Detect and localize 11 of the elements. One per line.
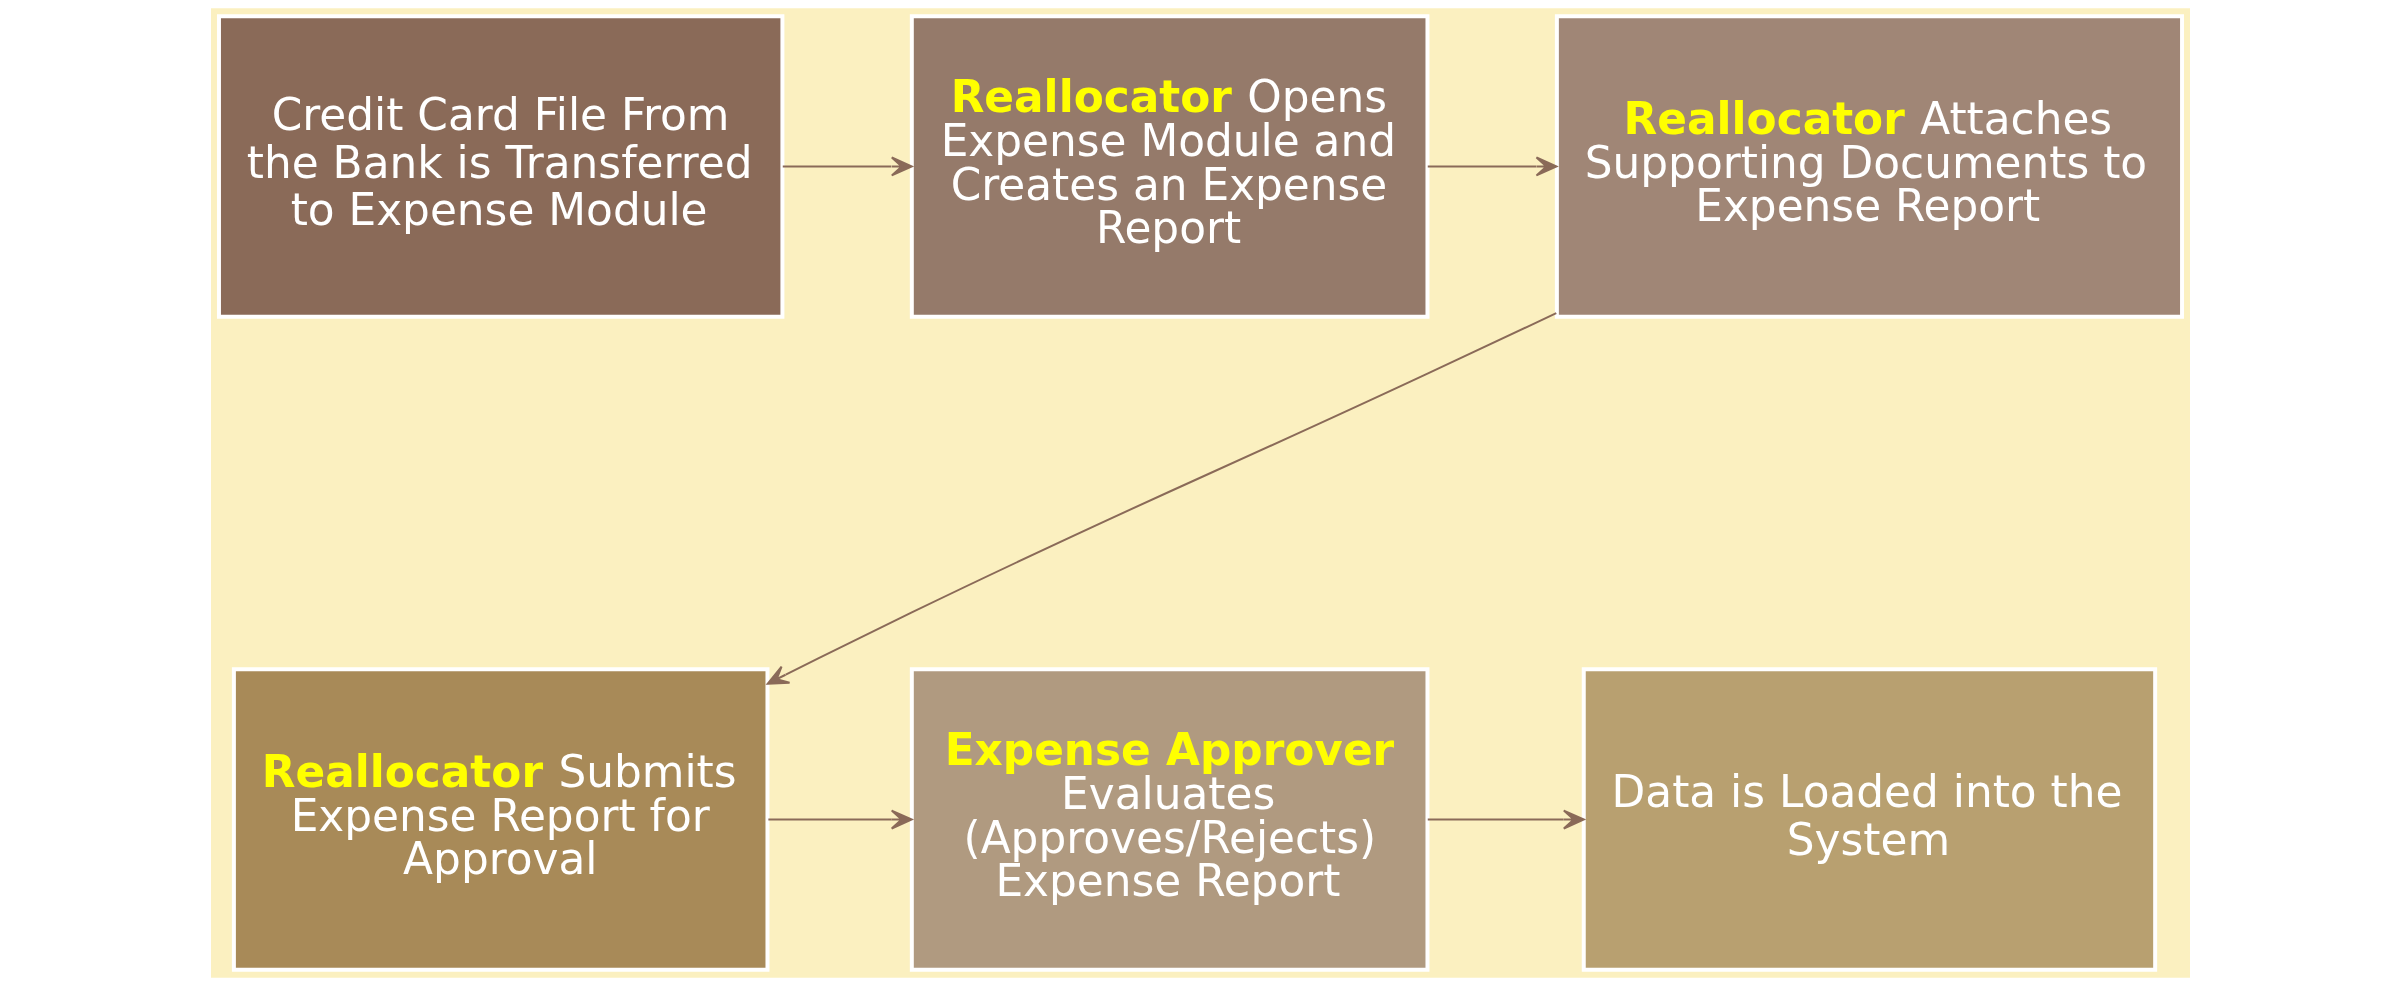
arrow <box>1426 809 1585 830</box>
node-box: Credit Card File From the Bank is Transferred to Expense Module <box>216 14 784 319</box>
arrow <box>766 809 913 830</box>
arrow <box>1426 156 1557 177</box>
node-box: Expense Approver Evaluates (Approves/Rejects) Expense Report <box>909 667 1429 972</box>
node-box: Reallocator Opens Expense Module and Creates an Expense Report <box>909 14 1429 319</box>
node-box: Reallocator Submits Expense Report for Approval <box>231 667 769 972</box>
arrow <box>766 312 1557 685</box>
arrow <box>781 156 913 177</box>
node-box: Reallocator Attaches Supporting Documents to Expense Report <box>1554 14 2184 319</box>
node-box: Data is Loaded into the System <box>1581 667 2157 972</box>
